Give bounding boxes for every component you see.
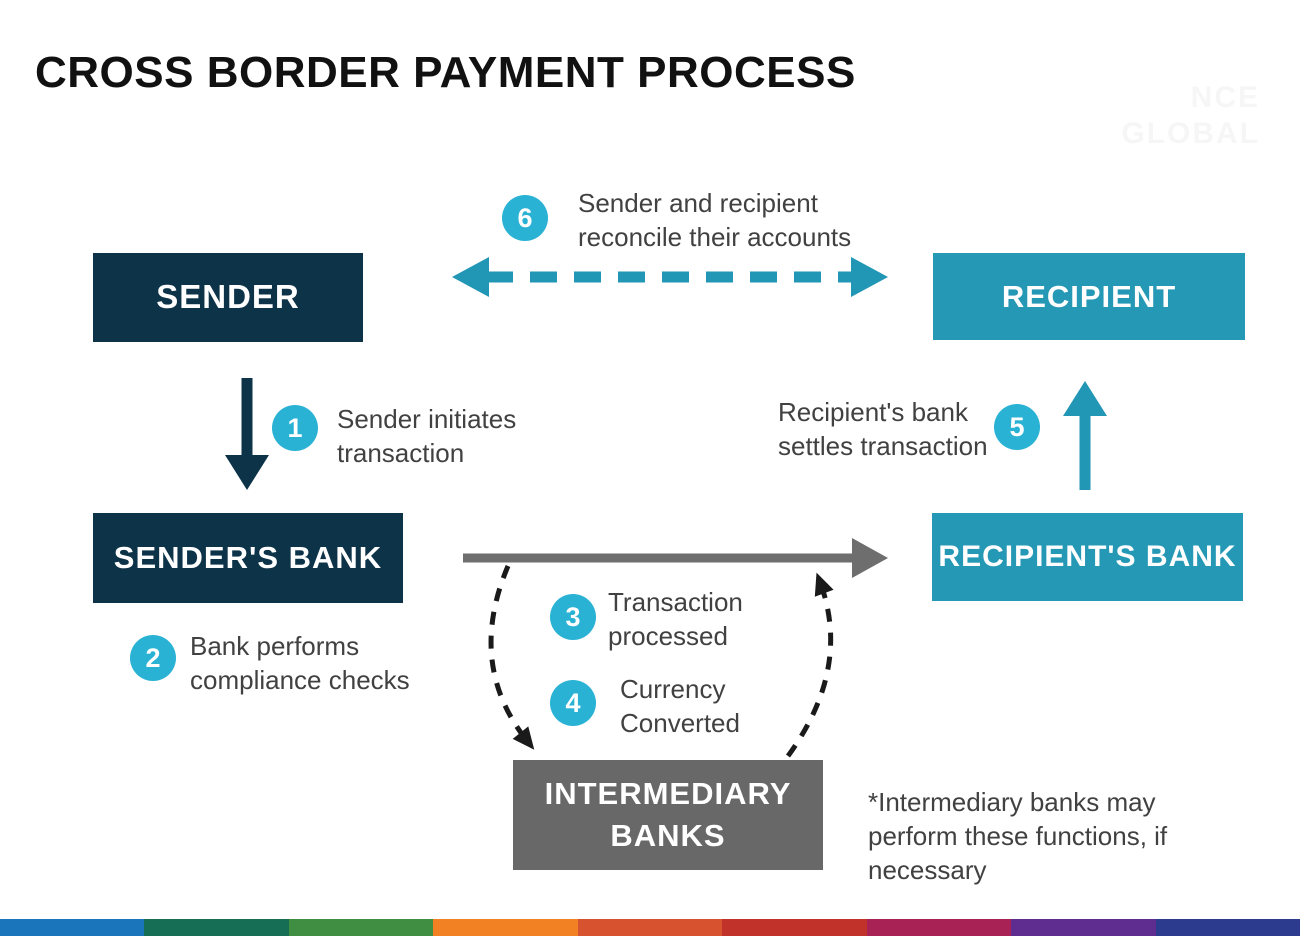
footer-stripe: [0, 919, 1300, 936]
step-2-label: Bank performs compliance checks: [190, 631, 410, 695]
step-4-badge: 4: [550, 680, 596, 726]
node-senders-bank-label: SENDER'S BANK: [113, 540, 383, 576]
watermark-line-2: GLOBAL: [1121, 117, 1260, 150]
step-5-label: Recipient's bank settles transaction: [778, 397, 988, 461]
stripe-segment: [288, 919, 434, 936]
watermark-line-1: NCE: [1190, 81, 1260, 114]
step-6-label: Sender and recipient reconcile their acc…: [578, 188, 852, 252]
node-recipients-bank: RECIPIENT'S BANK: [932, 513, 1243, 601]
node-sender: SENDER: [93, 253, 363, 342]
stripe-segment: [433, 919, 578, 936]
step-3-badge: 3: [550, 594, 596, 640]
node-recipient: RECIPIENT: [933, 253, 1245, 340]
footnote: *Intermediary banks may perform these fu…: [868, 787, 1168, 885]
node-recipients-bank-label: RECIPIENT'S BANK: [938, 539, 1237, 573]
stripe-segment: [0, 919, 145, 936]
arrow-reconcile-accounts: [452, 257, 888, 297]
step-2-badge: 2: [130, 635, 176, 681]
stripe-segment: [144, 919, 289, 936]
stripe-segment: [577, 919, 723, 936]
arrow-bank-settles: [1063, 381, 1107, 490]
node-recipient-label: RECIPIENT: [1001, 278, 1177, 314]
node-intermediary-banks: INTERMEDIARY BANKS: [513, 760, 823, 870]
step-6-badge: 6: [502, 195, 548, 241]
arrow-sender-initiates: [225, 378, 269, 490]
curve-to-intermediary: [488, 565, 535, 750]
page-title: CROSS BORDER PAYMENT PROCESS: [35, 48, 856, 97]
curve-from-intermediary: [785, 572, 834, 758]
watermark: NCE GLOBAL: [1121, 80, 1260, 152]
node-intermediary-banks-label: INTERMEDIARY BANKS: [544, 776, 792, 853]
node-senders-bank: SENDER'S BANK: [93, 513, 403, 603]
step-4-label: Currency Converted: [620, 674, 740, 738]
step-1-label: Sender initiates transaction: [337, 404, 517, 468]
stripe-segment: [866, 919, 1012, 936]
stripe-segment: [722, 919, 867, 936]
stripe-segment: [1011, 919, 1156, 936]
step-1-badge: 1: [272, 405, 318, 451]
step-3-label: Transaction processed: [608, 587, 743, 651]
node-sender-label: SENDER: [156, 278, 300, 316]
step-5-badge: 5: [994, 404, 1040, 450]
arrow-transaction-processed: [463, 538, 888, 578]
stripe-segment: [1155, 919, 1300, 936]
